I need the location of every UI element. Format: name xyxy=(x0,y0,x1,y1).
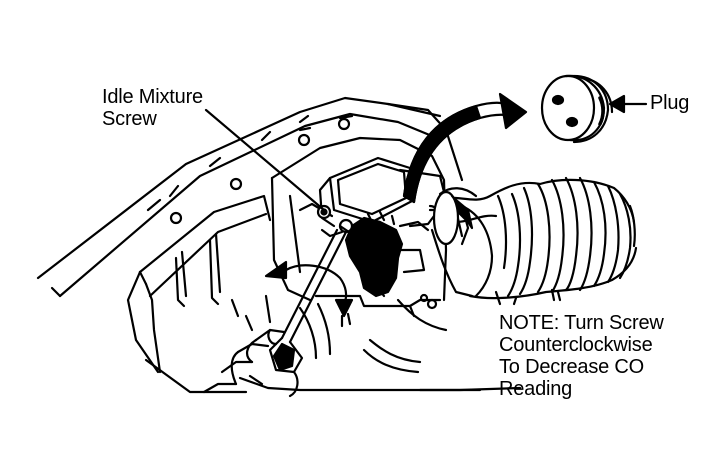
removal-arrow xyxy=(402,92,528,204)
hand xyxy=(202,328,299,398)
hose-ticks xyxy=(494,288,556,306)
idle-mixture-screw-callout: Idle Mixture Screw xyxy=(102,86,203,130)
note-callout: NOTE: Turn Screw Counterclockwise To Dec… xyxy=(499,312,664,400)
engine-housing xyxy=(36,96,522,394)
intake-hose xyxy=(428,176,638,306)
plug-part xyxy=(540,74,614,144)
note-line-1: NOTE: Turn Screw xyxy=(499,312,664,334)
plug-pointer xyxy=(608,94,648,114)
idle-mixture-screw xyxy=(316,204,354,238)
screwdriver xyxy=(268,228,348,374)
idle-mixture-screw-line-1: Idle Mixture xyxy=(102,86,203,108)
note-line-2: Counterclockwise xyxy=(499,334,653,356)
lower-pipes xyxy=(298,298,448,374)
idle-screw-leader xyxy=(204,108,326,212)
note-line-4: Reading xyxy=(499,378,573,400)
idle-mixture-screw-line-2: Screw xyxy=(102,108,157,130)
carburetor-body xyxy=(270,136,464,318)
rotation-arrow xyxy=(264,260,354,328)
note-line-3: To Decrease CO xyxy=(499,356,645,378)
plug-callout: Plug xyxy=(650,92,690,114)
